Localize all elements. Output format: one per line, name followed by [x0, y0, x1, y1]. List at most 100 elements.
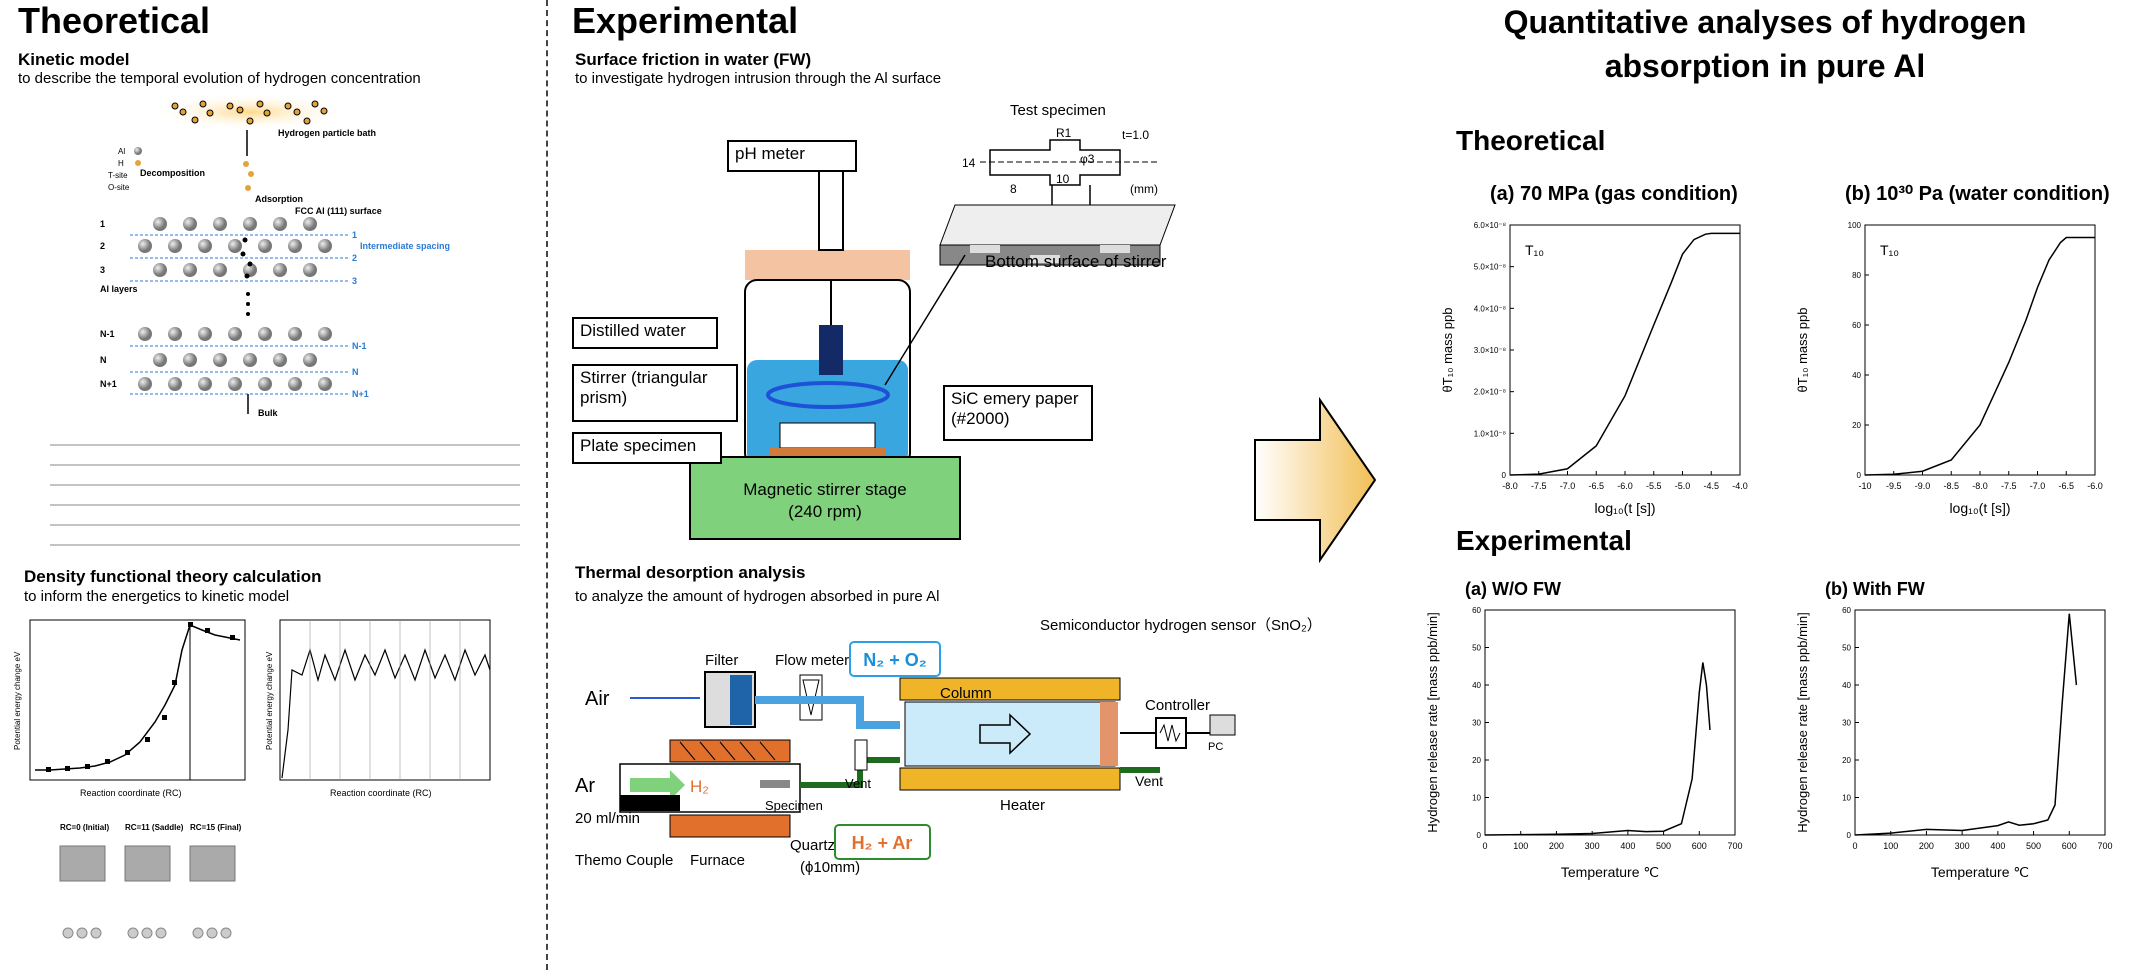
pc-label: PC [1208, 741, 1223, 753]
x-axis-label: log₁₀(t [s]) [1949, 500, 2010, 516]
flow-rate-label: 20 ml/min [575, 810, 640, 827]
x-tick-label: -7.0 [1560, 481, 1576, 491]
decomposition-label: Decomposition [140, 168, 205, 178]
vent-label-left: Vent [845, 776, 871, 791]
result-charts: (a) 70 MPa (gas condition)-8.0-7.5-7.0-6… [1425, 183, 2113, 880]
svg-text:2: 2 [352, 253, 357, 263]
y-tick-label: 0 [1502, 471, 1507, 480]
tda-title: Thermal desorption analysis [575, 563, 806, 582]
x-tick-label: -10 [1858, 481, 1871, 491]
y-tick-label: 3.0×10⁻⁸ [1474, 346, 1506, 355]
y-tick-label: 40 [1852, 371, 1861, 380]
dft-charts: Reaction coordinate (RC) Reaction coordi… [13, 619, 491, 798]
y-tick-label: 30 [1842, 719, 1851, 728]
theoretical-title: Theoretical [18, 0, 211, 41]
x-tick-label: 700 [1727, 841, 1742, 851]
svg-text:H: H [118, 159, 124, 168]
adsorption-label: Adsorption [255, 194, 303, 204]
svg-text:1: 1 [352, 230, 357, 240]
flow-meter-label: Flow meter [775, 652, 849, 669]
dft-structures: RC=0 (Initial) RC=11 (Saddle) RC=15 (Fin… [59, 823, 242, 939]
y-tick-label: 50 [1472, 644, 1481, 653]
svg-text:O-site: O-site [108, 183, 130, 192]
data-line [1854, 613, 2078, 836]
x-tick-label: -5.5 [1646, 481, 1662, 491]
svg-text:φ3: φ3 [1080, 152, 1095, 166]
thermo-couple-label: Themo Couple [575, 852, 673, 869]
x-tick-label: 400 [1620, 841, 1635, 851]
chart-frame [1864, 224, 2096, 476]
y-tick-label: 40 [1472, 681, 1481, 690]
y-tick-label: 60 [1852, 321, 1861, 330]
x-tick-label: 500 [2026, 841, 2041, 851]
distilled-water-label: Distilled water [572, 317, 718, 349]
y-tick-label: 0 [1477, 831, 1482, 840]
heater-label: Heater [1000, 797, 1045, 814]
bottom-surface-label: Bottom surface of stirrer [985, 252, 1167, 271]
bulk-label: Bulk [258, 408, 278, 418]
dft-title: Density functional theory calculation [24, 567, 322, 586]
svg-text:Al: Al [118, 147, 125, 156]
x-tick-label: 100 [1883, 841, 1898, 851]
y-tick-label: 0 [1847, 831, 1852, 840]
x-tick-label: -6.5 [1588, 481, 1604, 491]
right-theoretical-label: Theoretical [1456, 125, 1606, 156]
y-tick-label: 60 [1472, 606, 1481, 615]
x-tick-label: 500 [1656, 841, 1671, 851]
x-tick-label: -8.5 [1943, 481, 1959, 491]
svg-text:Reaction coordinate (RC): Reaction coordinate (RC) [330, 788, 432, 798]
x-tick-label: -7.0 [2030, 481, 2046, 491]
plate-specimen-label: Plate specimen [572, 432, 722, 464]
rpm-label: (240 rpm) [788, 502, 862, 521]
right-experimental-label: Experimental [1456, 525, 1632, 556]
x-tick-label: 300 [1585, 841, 1600, 851]
y-tick-label: 20 [1842, 756, 1851, 765]
tda-desc: to analyze the amount of hydrogen absorb… [575, 588, 940, 605]
x-tick-label: 400 [1990, 841, 2005, 851]
right-title: Quantitative analyses of hydrogen absorp… [1503, 4, 2027, 84]
h2ar-label: H₂ + Ar [852, 833, 913, 853]
quartz-dim-label: (ϕ10mm) [800, 859, 860, 876]
y-axis-label: θT₁₀ mass ppb [1795, 308, 1810, 393]
experimental-title: Experimental [572, 0, 799, 41]
chart-annotation: T₁₀ [1525, 242, 1544, 258]
svg-text:Reaction coordinate (RC): Reaction coordinate (RC) [80, 788, 182, 798]
svg-text:3: 3 [352, 276, 357, 286]
al-layers-label: Al layers [100, 284, 138, 294]
sic-paper-label: SiC emery paper (#2000) [943, 385, 1093, 441]
chart-title: (b) 10³⁰ Pa (water condition) [1845, 183, 2110, 205]
y-tick-label: 20 [1472, 756, 1481, 765]
y-tick-label: 10 [1842, 794, 1851, 803]
y-tick-label: 6.0×10⁻⁸ [1474, 221, 1506, 230]
data-line [1484, 662, 1711, 836]
sensor-label: Semiconductor hydrogen sensor（SnO₂） [1040, 617, 1322, 634]
svg-text:R1: R1 [1056, 126, 1072, 140]
x-tick-label: 0 [1852, 841, 1857, 851]
furnace-label: Furnace [690, 852, 745, 869]
x-tick-label: 200 [1919, 841, 1934, 851]
y-tick-label: 0 [1857, 471, 1862, 480]
rate-equations [50, 444, 520, 546]
svg-text:N+1: N+1 [100, 379, 117, 389]
fw-desc: to investigate hydrogen intrusion throug… [575, 70, 942, 87]
svg-text:Potential energy change eV: Potential energy change eV [265, 651, 274, 750]
x-tick-label: 300 [1955, 841, 1970, 851]
x-tick-label: -4.5 [1703, 481, 1719, 491]
chart-frame [1509, 224, 1741, 476]
hydrogen-bath-label: Hydrogen particle bath [278, 128, 376, 138]
y-tick-label: 100 [1848, 221, 1862, 230]
x-tick-label: -6.0 [1617, 481, 1633, 491]
y-axis-label: Hydrogen release rate [mass ppb/min] [1795, 612, 1810, 832]
ar-label: Ar [575, 775, 595, 797]
y-tick-label: 40 [1842, 681, 1851, 690]
chart-title: (a) W/O FW [1465, 579, 1561, 599]
data-line [1864, 236, 2095, 476]
y-tick-label: 30 [1472, 719, 1481, 728]
x-tick-label: 0 [1482, 841, 1487, 851]
n2o2-label: N₂ + O₂ [863, 650, 927, 670]
svg-text:N+1: N+1 [352, 389, 369, 399]
svg-text:RC=11 (Saddle): RC=11 (Saddle) [125, 823, 184, 832]
dft-desc: to inform the energetics to kinetic mode… [24, 588, 290, 605]
x-tick-label: 600 [1692, 841, 1707, 851]
x-tick-label: -7.5 [1531, 481, 1547, 491]
